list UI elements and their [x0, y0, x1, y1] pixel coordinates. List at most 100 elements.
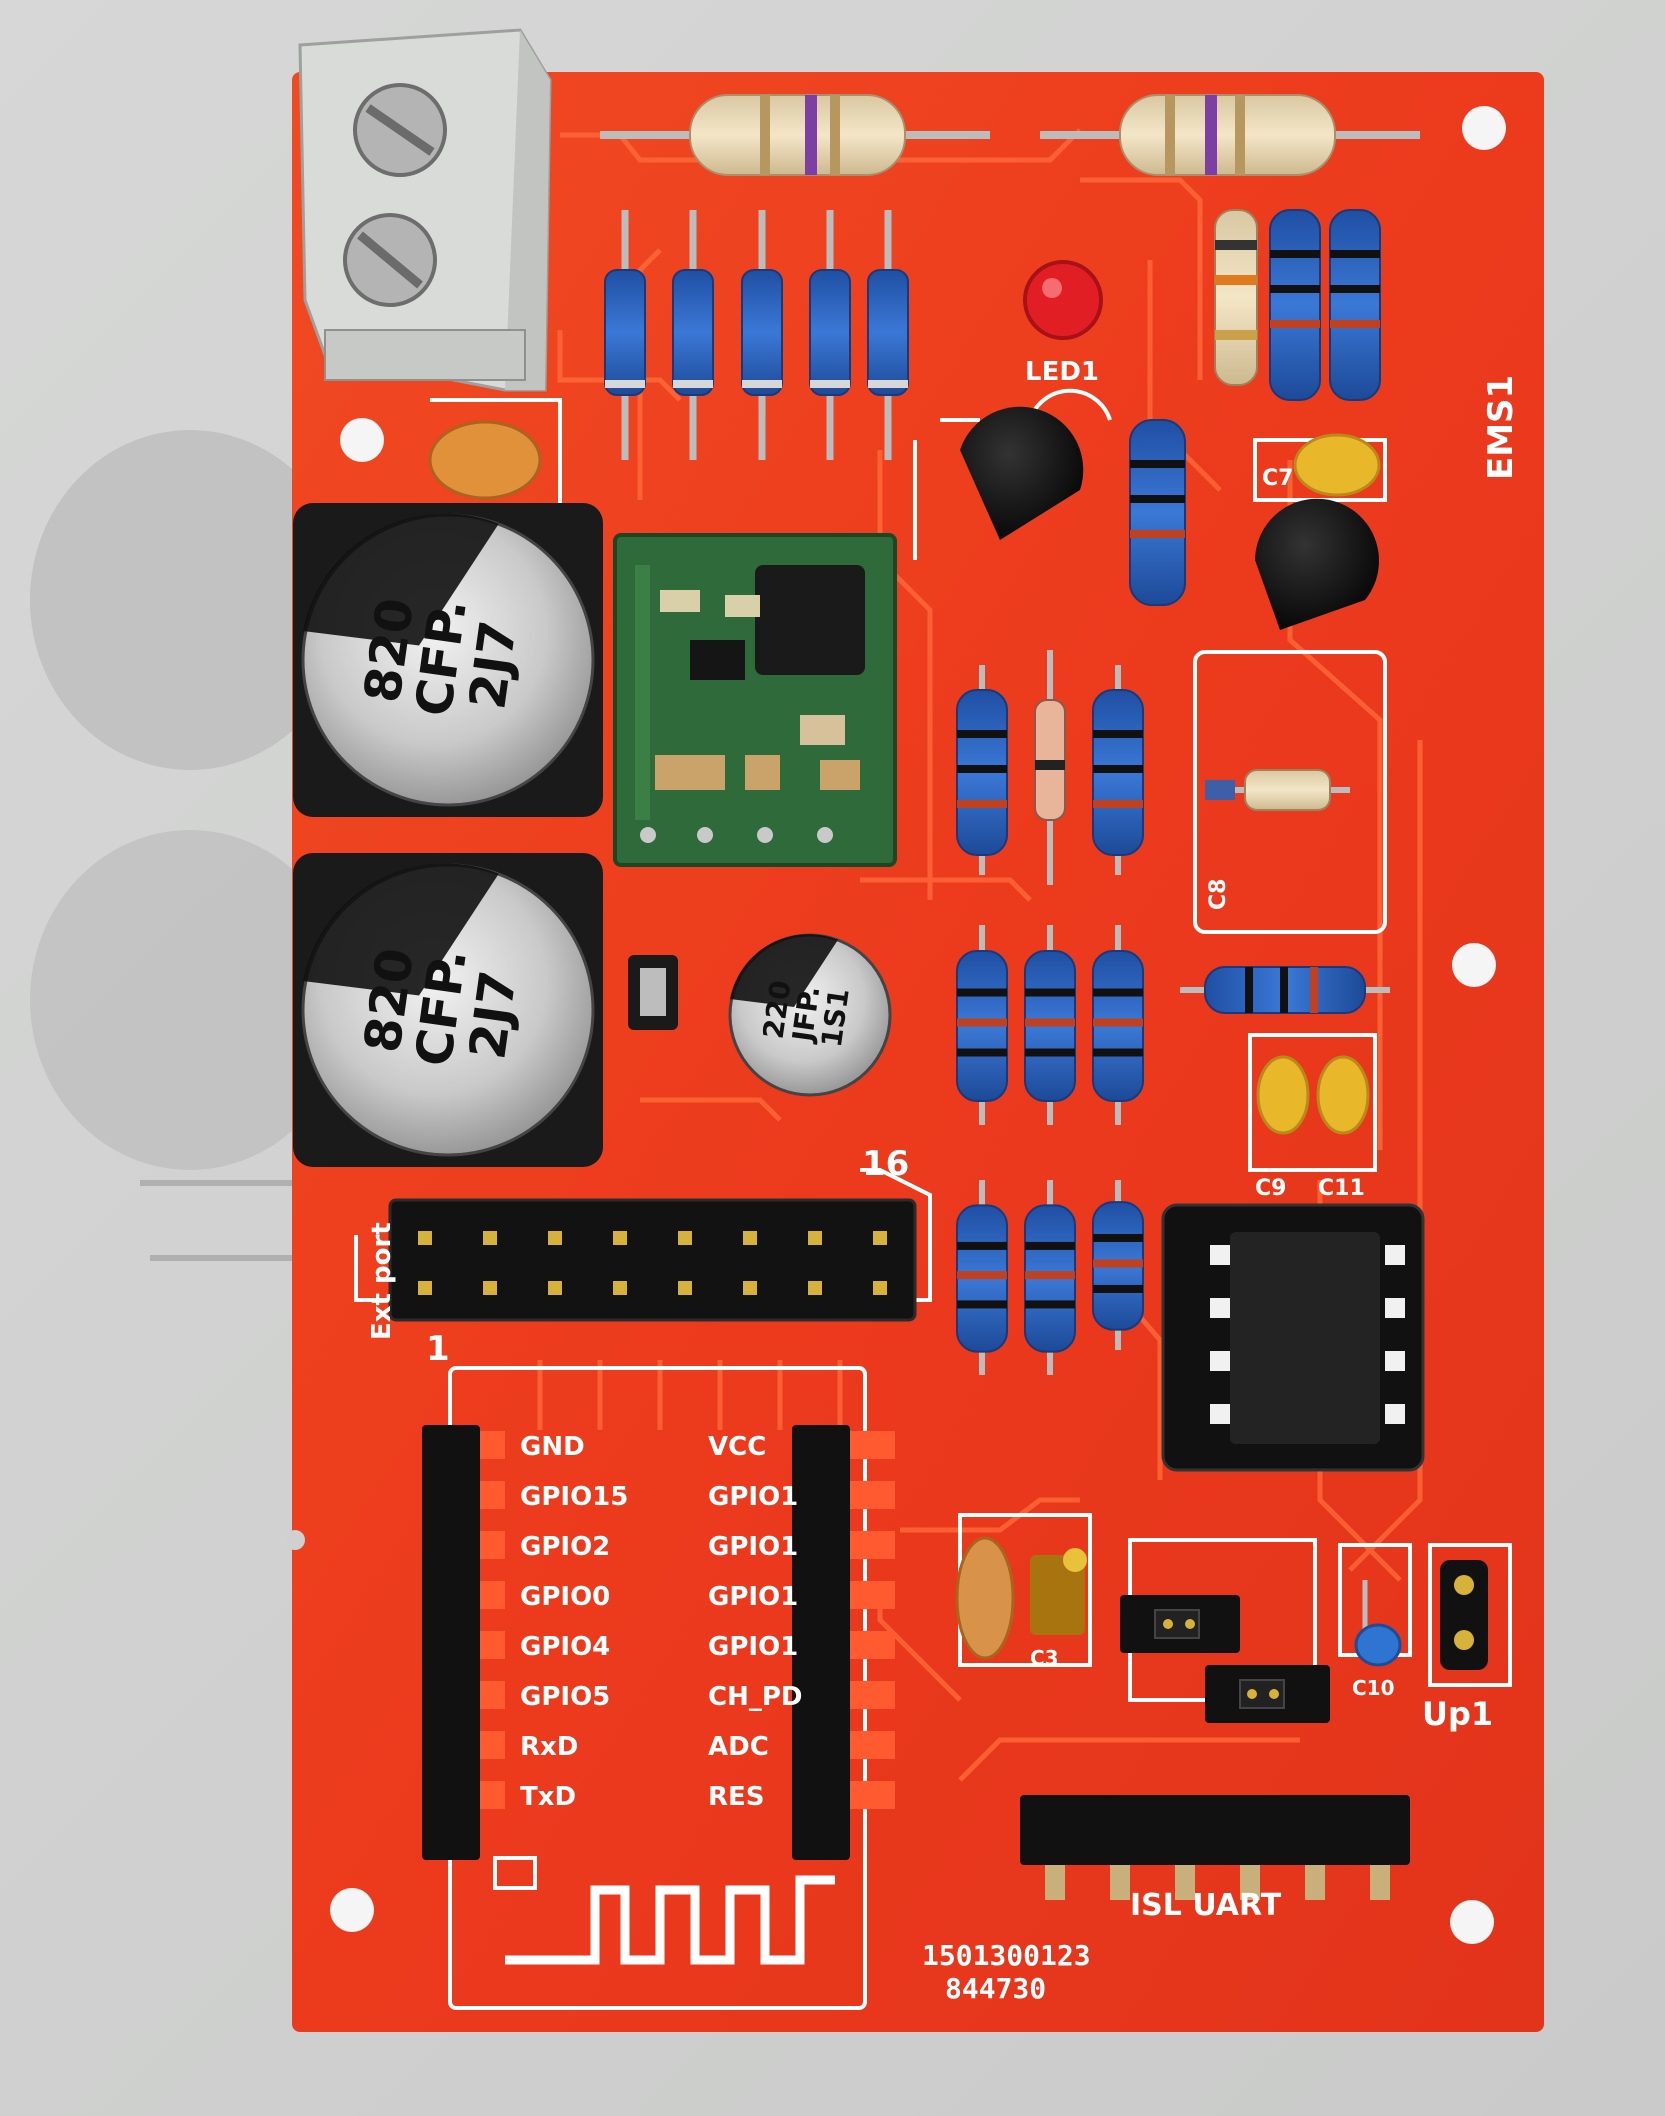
uart-pin	[1175, 1865, 1195, 1900]
resistor-cluster	[1214, 209, 1381, 401]
board-shadow	[140, 1180, 310, 1186]
screw-terminal	[298, 28, 552, 392]
pad	[480, 1731, 505, 1759]
header-pin	[613, 1281, 627, 1295]
capacitor-marking: 2J7	[458, 967, 528, 1062]
diode	[867, 210, 909, 460]
uart-header	[1020, 1795, 1410, 1900]
capacitor-marking: 220	[757, 978, 798, 1040]
uart-pin	[1305, 1865, 1325, 1900]
cap-label-c11: C11	[1318, 1176, 1365, 1201]
uart-pin	[1110, 1865, 1130, 1900]
esp-pin-label: VCC	[708, 1432, 766, 1462]
pad	[850, 1631, 895, 1659]
esp-pin-label: RxD	[520, 1732, 578, 1762]
uart-label: ISL UART	[1130, 1888, 1282, 1923]
capacitor-marking: JFP.	[786, 984, 827, 1046]
pad	[480, 1481, 505, 1509]
uart-pin	[1045, 1865, 1065, 1900]
board-shadow	[30, 430, 350, 770]
resistor	[1205, 769, 1350, 811]
esp-pin-label: GPIO1	[708, 1532, 798, 1562]
esp-pin-label: GPIO4	[520, 1632, 610, 1662]
diode	[672, 210, 714, 460]
header-pin	[873, 1281, 887, 1295]
header-name: Ext port	[367, 1222, 397, 1340]
mounting-hole	[340, 418, 384, 462]
uart-pin	[1240, 1865, 1260, 1900]
header-pin-first: 1	[426, 1329, 450, 1369]
resistor	[1024, 925, 1076, 1125]
esp-pin-label: CH_PD	[708, 1682, 802, 1712]
esp-pin-label: GPIO15	[520, 1482, 628, 1512]
resistor	[1180, 966, 1390, 1014]
capacitor-marking: 820	[353, 595, 425, 706]
header-pin	[808, 1281, 822, 1295]
pad	[480, 1531, 505, 1559]
jumper-label: Up1	[1422, 1695, 1493, 1733]
resistor	[1092, 925, 1144, 1125]
esp-pin-label: GPIO1	[708, 1582, 798, 1612]
diode	[809, 210, 851, 460]
pad	[850, 1581, 895, 1609]
cap-label-c10: C10	[1352, 1676, 1395, 1700]
header-pin	[743, 1231, 757, 1245]
esp-pin-label: ADC	[708, 1732, 769, 1762]
esp-pin-label: GPIO1	[708, 1482, 798, 1512]
pad	[480, 1681, 505, 1709]
esp-socket-right	[792, 1425, 850, 1860]
cap-label-c3: C3	[1030, 1646, 1059, 1670]
pad	[480, 1631, 505, 1659]
pad	[850, 1781, 895, 1809]
transistor	[960, 406, 1084, 540]
antenna-silkscreen	[505, 1875, 835, 1965]
header-pin	[418, 1231, 432, 1245]
ceramic-capacitor	[1256, 1055, 1370, 1135]
esp-pin-label: RES	[708, 1782, 765, 1812]
mounting-hole	[1450, 1900, 1494, 1944]
resistor	[1024, 1180, 1076, 1375]
mounting-hole	[1462, 106, 1506, 150]
pad	[850, 1681, 895, 1709]
cap-label-c8: C8	[1206, 879, 1231, 910]
resistor-cluster	[956, 925, 1144, 1375]
header-pin	[483, 1281, 497, 1295]
header-pin	[418, 1281, 432, 1295]
esp-pads	[480, 1431, 895, 1809]
pad	[850, 1481, 895, 1509]
resistor-cluster	[956, 650, 1144, 885]
mounting-hole	[1452, 943, 1496, 987]
pad	[850, 1531, 895, 1559]
serial-line2: 844730	[945, 1972, 1046, 2005]
led-label: LED1	[1025, 357, 1099, 387]
esp-pin-label: GPIO1	[708, 1632, 798, 1662]
trim-label: C7	[1262, 466, 1293, 491]
transistor	[1255, 498, 1379, 630]
header-pin	[873, 1231, 887, 1245]
edge-notch	[285, 1530, 305, 1550]
dip-ic-socket	[1161, 1203, 1425, 1472]
ceramic-capacitor	[1293, 433, 1381, 497]
power-resistor	[1040, 94, 1420, 176]
ceramic-capacitor	[955, 1536, 1015, 1660]
mounting-hole	[330, 1888, 374, 1932]
cap-label-c9: C9	[1255, 1176, 1286, 1201]
header-pin	[743, 1281, 757, 1295]
header-pin	[548, 1231, 562, 1245]
glass-diode	[1034, 650, 1066, 885]
esp-pin-label: GPIO5	[520, 1682, 610, 1712]
capacitor-marking: 820	[353, 945, 425, 1056]
diode-row	[604, 210, 909, 460]
header-pin	[808, 1231, 822, 1245]
tantalum-capacitor	[1030, 1548, 1087, 1635]
serial-line1: 1501300123	[922, 1939, 1091, 1972]
pad	[850, 1431, 895, 1459]
ext-port-header	[388, 1198, 917, 1322]
header-pin	[678, 1231, 692, 1245]
